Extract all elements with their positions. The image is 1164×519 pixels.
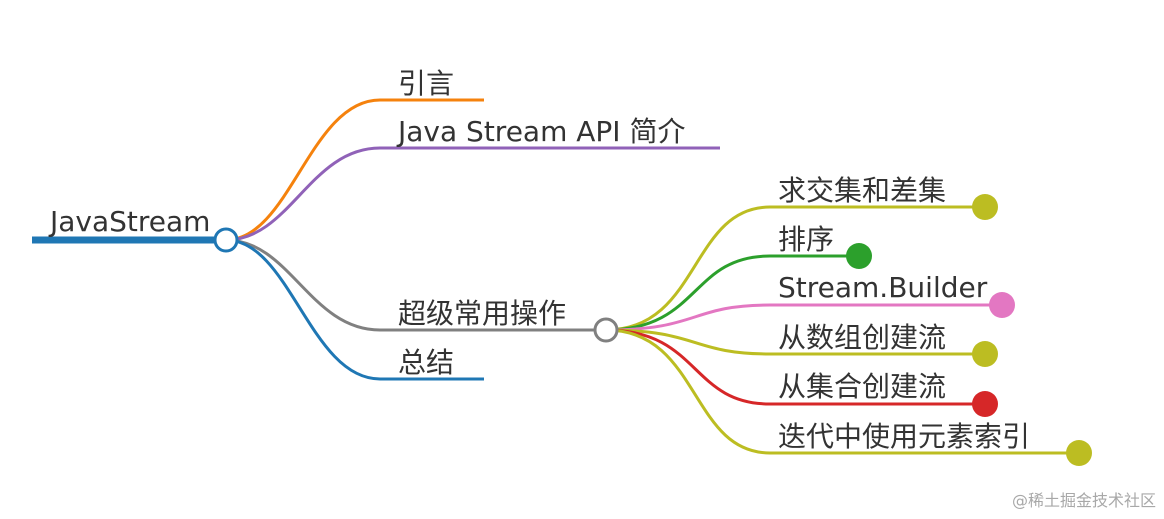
child-sorting-node[interactable] xyxy=(846,243,872,269)
child-from-collection-node[interactable] xyxy=(972,391,998,417)
branch-common-ops-label: 超级常用操作 xyxy=(398,297,566,330)
child-index-in-iteration-label: 迭代中使用元素索引 xyxy=(778,420,1030,453)
child-index-in-iteration: 迭代中使用元素索引 xyxy=(605,328,1092,466)
child-from-collection-label: 从集合创建流 xyxy=(778,370,946,403)
watermark-text: @稀土掘金技术社区 xyxy=(1012,491,1156,510)
child-index-in-iteration-node[interactable] xyxy=(1066,440,1092,466)
branch-intro: 引言 xyxy=(225,67,484,242)
child-sorting-connector xyxy=(605,254,859,332)
branch-common-ops-connector xyxy=(225,238,606,332)
branch-intro-label: 引言 xyxy=(398,67,454,100)
child-from-collection-connector xyxy=(605,328,985,406)
child-stream-builder-connector xyxy=(605,303,1002,332)
branch-summary-connector xyxy=(225,238,484,381)
root-node[interactable] xyxy=(213,227,239,253)
child-index-in-iteration-connector xyxy=(605,328,1079,455)
branch-api-intro-label: Java Stream API 简介 xyxy=(396,115,685,148)
child-intersection-difference-label: 求交集和差集 xyxy=(778,174,946,207)
branch-common-ops: 超级常用操作 xyxy=(225,238,606,332)
child-intersection-difference-connector xyxy=(605,205,985,332)
branch-summary: 总结 xyxy=(225,238,484,381)
branch-summary-label: 总结 xyxy=(398,346,454,379)
child-sorting-label: 排序 xyxy=(778,223,834,256)
child-from-array-node[interactable] xyxy=(972,341,998,367)
child-sorting: 排序 xyxy=(605,223,872,332)
child-from-array-connector xyxy=(605,328,985,356)
branch-intro-connector xyxy=(225,98,484,242)
child-from-array: 从数组创建流 xyxy=(605,321,998,367)
child-from-collection: 从集合创建流 xyxy=(605,328,998,417)
child-intersection-difference-node[interactable] xyxy=(972,194,998,220)
root-label: JavaStream xyxy=(48,205,210,238)
branch-api-intro: Java Stream API 简介 xyxy=(225,115,720,242)
child-stream-builder: Stream.Builder xyxy=(605,271,1015,332)
child-stream-builder-label: Stream.Builder xyxy=(778,271,988,304)
child-from-array-label: 从数组创建流 xyxy=(778,321,946,354)
child-intersection-difference: 求交集和差集 xyxy=(605,174,998,332)
common-ops-node[interactable] xyxy=(593,317,619,343)
child-stream-builder-node[interactable] xyxy=(989,292,1015,318)
branch-api-intro-connector xyxy=(225,146,720,242)
